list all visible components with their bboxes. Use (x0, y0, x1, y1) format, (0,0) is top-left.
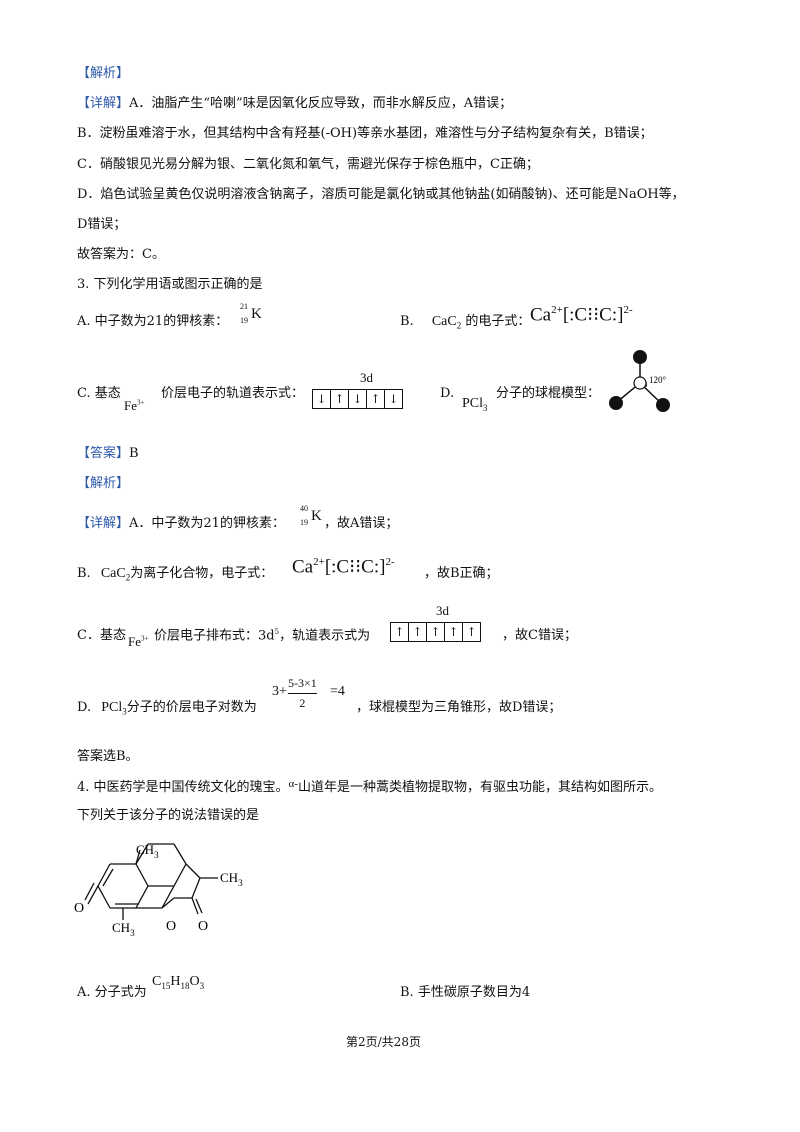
q4-option-b: B. 手性碳原子数目为4 (400, 985, 531, 1000)
q3-exp-c-config: 价层电子排布式：3d5，轨道表示式为 (154, 628, 371, 644)
q3-option-c-text: 价层电子的轨道表示式： (161, 386, 305, 401)
orbital-box-2: ↑ (409, 623, 427, 641)
q3-exp-b-tail: ，故B正确； (424, 566, 499, 581)
q3-exp-a: 【详解】A．中子数为21的钾核素： (77, 516, 285, 531)
q3-option-a-nuclide: 21 19 K (240, 302, 262, 325)
q3-exp-d-fraction: 5-3×1 2 (288, 676, 317, 711)
q4-option-a: A. 分子式为 (77, 985, 147, 1000)
ch3-bottom-label: CH3 (112, 920, 135, 938)
q3-option-d-text: 分子的球棍模型： (496, 386, 601, 401)
q3-option-c-fe-ion: Fe3+ (124, 398, 145, 413)
ch3-top-label: CH3 (136, 842, 159, 860)
q3-exp-c-orbital-diagram: ↑↑↑↑↑ (390, 622, 481, 642)
q3-exp-c-tail: ，故C错误； (502, 628, 577, 643)
q4-option-a-formula: C15H18O3 (152, 974, 205, 991)
orbital-box-4: ↑ (445, 623, 463, 641)
q2-option-a-explanation: 【详解】A．油脂产生“哈喇”味是因氧化反应导致，而非水解反应，A错误； (77, 96, 513, 111)
q3-exp-d-three: 3+ (272, 684, 287, 699)
q3-exp-b-electron-formula: Ca2+[:C⁝⁝C:]2- (292, 556, 395, 578)
orbital-box-5: ↓ (388, 392, 399, 406)
q2-option-d-explanation-cont: D错误； (77, 217, 127, 232)
q2-option-d-explanation: D．焰色试验呈黄色仅说明溶液含钠离子，溶质可能是氯化钠或其他钠盐(如硝酸钠)、还… (77, 187, 685, 202)
orbital-box-2: ↑ (331, 390, 349, 408)
q3-exp-d-equals: =4 (330, 684, 345, 699)
q2-option-b-explanation: B．淀粉虽难溶于水，但其结构中含有羟基(-OH)等亲水基团，难溶性与分子结构复杂… (77, 126, 653, 141)
q3-stem: 3. 下列化学用语或图示正确的是 (77, 277, 263, 292)
orbital-box-3: ↑ (427, 623, 445, 641)
q3-exp-d-tail: ，球棍模型为三角锥形，故D错误； (356, 700, 562, 715)
q4-structure-diagram: CH3 CH3 CH3 O O O (74, 842, 243, 938)
o-ring-label: O (166, 919, 176, 934)
q3-option-d-ball-stick-model: 120° (609, 350, 670, 412)
q3-option-a: A. 中子数为21的钾核素： (77, 314, 229, 329)
q4-stem-line1: 4. 中医药学是中国传统文化的瑰宝。α-山道年是一种蒿类植物提取物，有驱虫功能，… (77, 778, 662, 795)
orbital-box-5: ↑ (466, 625, 477, 639)
q3-analysis-heading: 【解析】 (77, 476, 130, 491)
q3-option-c: C. 基态 (77, 386, 121, 401)
atom-left (609, 396, 623, 410)
q3-answer: 【答案】B (77, 446, 139, 461)
analysis-heading: 【解析】 (77, 66, 130, 81)
atom-top (633, 350, 647, 364)
q3-exp-a-tail: ，故A错误； (324, 516, 399, 531)
q3-conclusion: 答案选B。 (77, 749, 139, 764)
q3-exp-a-nuclide: 40 19 K (300, 504, 322, 527)
o-bottom-label: O (198, 919, 208, 934)
q3-exp-d: D. PCl3分子的价层电子对数为 (77, 700, 257, 717)
q3-option-d-formula: PCl3 (462, 396, 488, 413)
orbital-box-3: ↓ (349, 390, 367, 408)
q3-option-d-label: D. (440, 386, 455, 401)
orbital-box-1: ↓ (313, 390, 331, 408)
ch3-right-label: CH3 (220, 870, 243, 888)
q3-option-c-orbital-label: 3d (360, 370, 373, 385)
q3-exp-c-fe-ion: Fe3+ (128, 634, 149, 649)
q3-exp-b: B. CaC2为离子化合物，电子式： (77, 566, 274, 583)
atom-center (633, 376, 647, 390)
q3-exp-c: C．基态 (77, 628, 126, 643)
fraction-numerator: 5-3×1 (288, 676, 317, 690)
q4-stem-line2: 下列关于该分子的说法错误的是 (77, 808, 260, 823)
angle-label: 120° (649, 375, 667, 385)
orbital-box-1: ↑ (391, 623, 409, 641)
q3-exp-c-orbital-label: 3d (436, 603, 449, 618)
q3-option-c-orbital-diagram: ↓↑↓↑↓ (312, 389, 403, 409)
fraction-denominator: 2 (299, 696, 306, 710)
page-number: 第2页/共28页 (346, 1035, 421, 1049)
atom-right (656, 398, 670, 412)
q3-option-b-electron-formula: Ca2+[:C⁝⁝C:]2- (530, 304, 633, 326)
q3-option-b: B. CaC2 的电子式： (400, 314, 531, 331)
q2-conclusion: 故答案为：C。 (77, 247, 165, 262)
o-left-label: O (74, 901, 84, 916)
orbital-box-4: ↑ (367, 390, 385, 408)
q2-option-c-explanation: C．硝酸银见光易分解为银、二氧化氮和氧气，需避光保存于棕色瓶中，C正确； (77, 157, 539, 172)
angle-arc (643, 378, 647, 388)
